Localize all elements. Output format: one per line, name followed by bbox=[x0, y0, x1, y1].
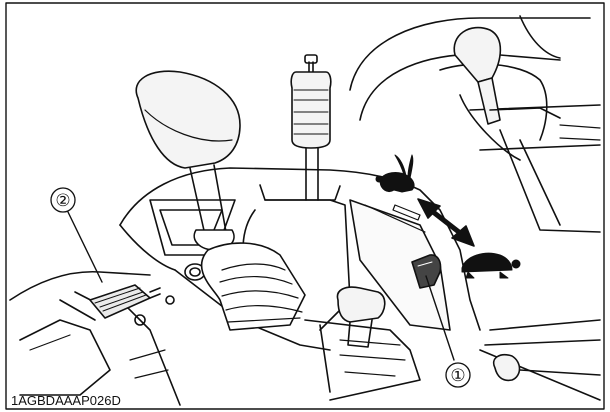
cab-floor bbox=[9, 270, 181, 406]
gear-shift-lever bbox=[135, 70, 306, 331]
leader-line-2 bbox=[67, 211, 103, 283]
center-console bbox=[119, 167, 481, 401]
callout-2: ② bbox=[50, 187, 76, 213]
hand-throttle-lever bbox=[290, 54, 332, 201]
double-arrow-icon bbox=[417, 198, 475, 247]
callout-2-number: ② bbox=[55, 191, 70, 210]
callout-1-number: ① bbox=[450, 366, 465, 385]
speed-range-lever bbox=[411, 254, 442, 289]
cab-background bbox=[349, 15, 601, 233]
leader-line-1 bbox=[425, 275, 455, 361]
image-code: 1AGBDAAAP026D bbox=[11, 393, 121, 408]
rabbit-icon bbox=[375, 154, 415, 193]
figure-frame bbox=[5, 2, 605, 410]
turtle-icon bbox=[461, 252, 521, 279]
callout-leaders bbox=[67, 211, 455, 361]
callout-1: ① bbox=[445, 362, 471, 388]
lower-right-lever bbox=[479, 319, 601, 401]
accelerator-pedal bbox=[89, 284, 161, 319]
